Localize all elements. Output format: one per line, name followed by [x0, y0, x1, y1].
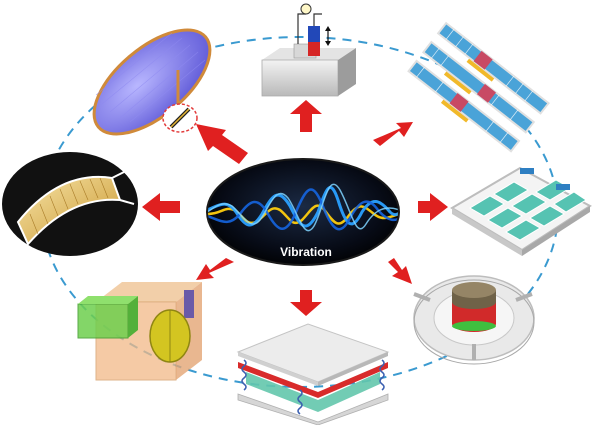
grid-frame-device — [450, 166, 592, 256]
arrow-to-cantilever-box — [290, 100, 322, 132]
circular-disc-device — [413, 275, 535, 365]
wave-blue-1 — [208, 185, 398, 228]
wave-blue-2 — [208, 188, 398, 231]
multi-beam-array-device — [407, 21, 550, 153]
arrow-to-curved-film — [142, 193, 180, 221]
arrow-to-beam-array — [373, 122, 413, 146]
arrow-to-sandwich — [290, 290, 322, 316]
membrane-disc-device — [92, 28, 212, 136]
vibration-label: Vibration — [280, 245, 332, 259]
cantilever-box-device — [261, 3, 356, 97]
arrow-to-membrane-disc — [196, 124, 248, 164]
arrows — [142, 100, 448, 316]
curved-film-device — [2, 152, 138, 256]
arrow-to-pendulum-cube — [196, 258, 234, 280]
wave-blue-3 — [208, 183, 398, 232]
pendulum-cube-device — [77, 282, 202, 381]
arrow-to-circular-disc — [388, 258, 412, 284]
stacked-sandwich-device — [236, 323, 390, 425]
arrow-to-grid-frame — [418, 193, 448, 221]
vibration-hub: Vibration — [206, 158, 400, 266]
